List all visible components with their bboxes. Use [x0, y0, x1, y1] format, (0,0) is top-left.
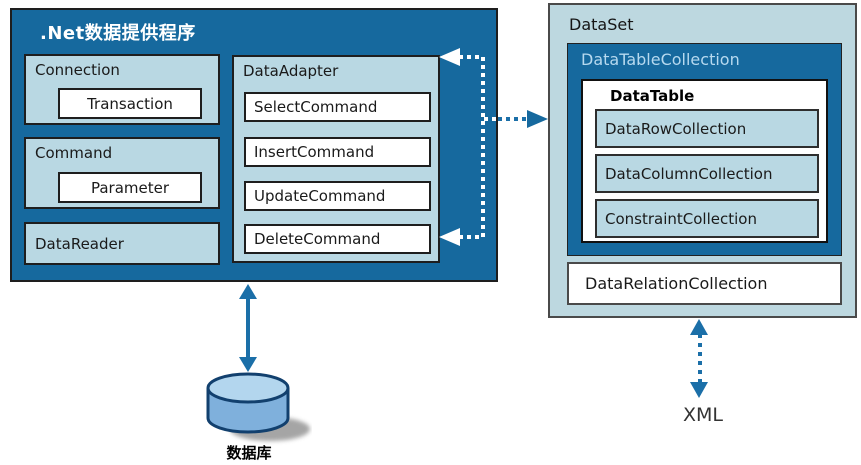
arrowhead-to-deletecommand-icon: [439, 228, 460, 246]
xml-label: XML: [683, 404, 723, 426]
deletecommand-box: DeleteCommand: [244, 224, 431, 254]
database-label: 数据库: [226, 444, 272, 462]
datacolumncollection-box: DataColumnCollection: [595, 154, 819, 193]
insertcommand-box: InsertCommand: [244, 137, 431, 167]
dataset-title: DataSet: [569, 15, 634, 34]
datarowcollection-box: DataRowCollection: [595, 109, 819, 148]
datatable-box: DataTable DataRowCollection DataColumnCo…: [581, 79, 828, 243]
connection-label: Connection: [35, 61, 120, 79]
datatable-label: DataTable: [610, 87, 695, 105]
arrowhead-to-dataadapter-top-icon: [439, 48, 460, 66]
database-arrow-down-icon: [239, 357, 257, 372]
dataadapter-box: DataAdapter SelectCommand InsertCommand …: [232, 55, 440, 263]
connector-middle-dotted-line-white: [484, 117, 498, 121]
selectcommand-box: SelectCommand: [244, 92, 431, 122]
provider-panel-title: .Net数据提供程序: [40, 23, 196, 44]
datatablecollection-label: DataTableCollection: [581, 50, 740, 69]
datarelationcollection-box: DataRelationCollection: [567, 262, 842, 305]
xml-arrow-dotted-shaft: [698, 334, 702, 383]
database-arrow-up-icon: [239, 284, 257, 299]
xml-arrow-down-icon: [690, 382, 708, 398]
command-box: Command Parameter: [24, 137, 220, 209]
arrowhead-to-dataset-icon: [527, 110, 548, 128]
connection-box: Connection Transaction: [24, 54, 220, 125]
xml-arrow-up-icon: [690, 319, 708, 335]
connector-vertical-dotted-line: [481, 57, 485, 239]
datareader-box: DataReader: [24, 222, 220, 265]
datatablecollection-box: DataTableCollection DataTable DataRowCol…: [567, 43, 842, 256]
database-cylinder-icon: [206, 372, 310, 441]
updatecommand-box: UpdateCommand: [244, 181, 431, 211]
dataadapter-label: DataAdapter: [243, 62, 339, 80]
connector-middle-dotted-line-blue: [498, 117, 527, 121]
constraintcollection-box: ConstraintCollection: [595, 199, 819, 238]
parameter-box: Parameter: [58, 172, 202, 203]
command-label: Command: [35, 144, 113, 162]
database-arrow-shaft: [246, 297, 250, 359]
transaction-box: Transaction: [58, 88, 202, 119]
dataset-panel: DataSet DataTableCollection DataTable Da…: [548, 3, 857, 318]
provider-panel: .Net数据提供程序 Connection Transaction Comman…: [10, 8, 498, 282]
connector-bottom-dotted-line: [459, 235, 483, 239]
connector-top-dotted-line: [459, 55, 483, 59]
